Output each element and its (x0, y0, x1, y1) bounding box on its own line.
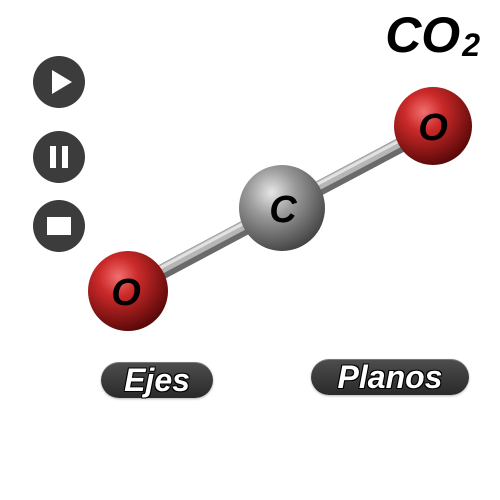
atom-label-oxygen-left: O (111, 272, 141, 314)
formula-subscript: 2 (462, 27, 480, 63)
pause-icon (50, 146, 68, 168)
oxygen-atom-left: O (88, 251, 168, 331)
formula-main: CO (385, 7, 461, 63)
stop-icon (47, 217, 71, 235)
play-button[interactable] (33, 56, 85, 108)
oxygen-atom-right: O (394, 87, 472, 165)
molecule-title: CO2 (385, 7, 480, 63)
atom-label-oxygen-right: O (418, 107, 448, 149)
atom-label-carbon: C (269, 189, 297, 231)
planes-button[interactable]: Planos (311, 359, 469, 396)
carbon-atom: C (239, 165, 325, 251)
stop-button[interactable] (33, 200, 85, 252)
axes-button[interactable]: Ejes (101, 362, 213, 399)
pause-button[interactable] (33, 131, 85, 183)
play-icon (52, 70, 72, 94)
